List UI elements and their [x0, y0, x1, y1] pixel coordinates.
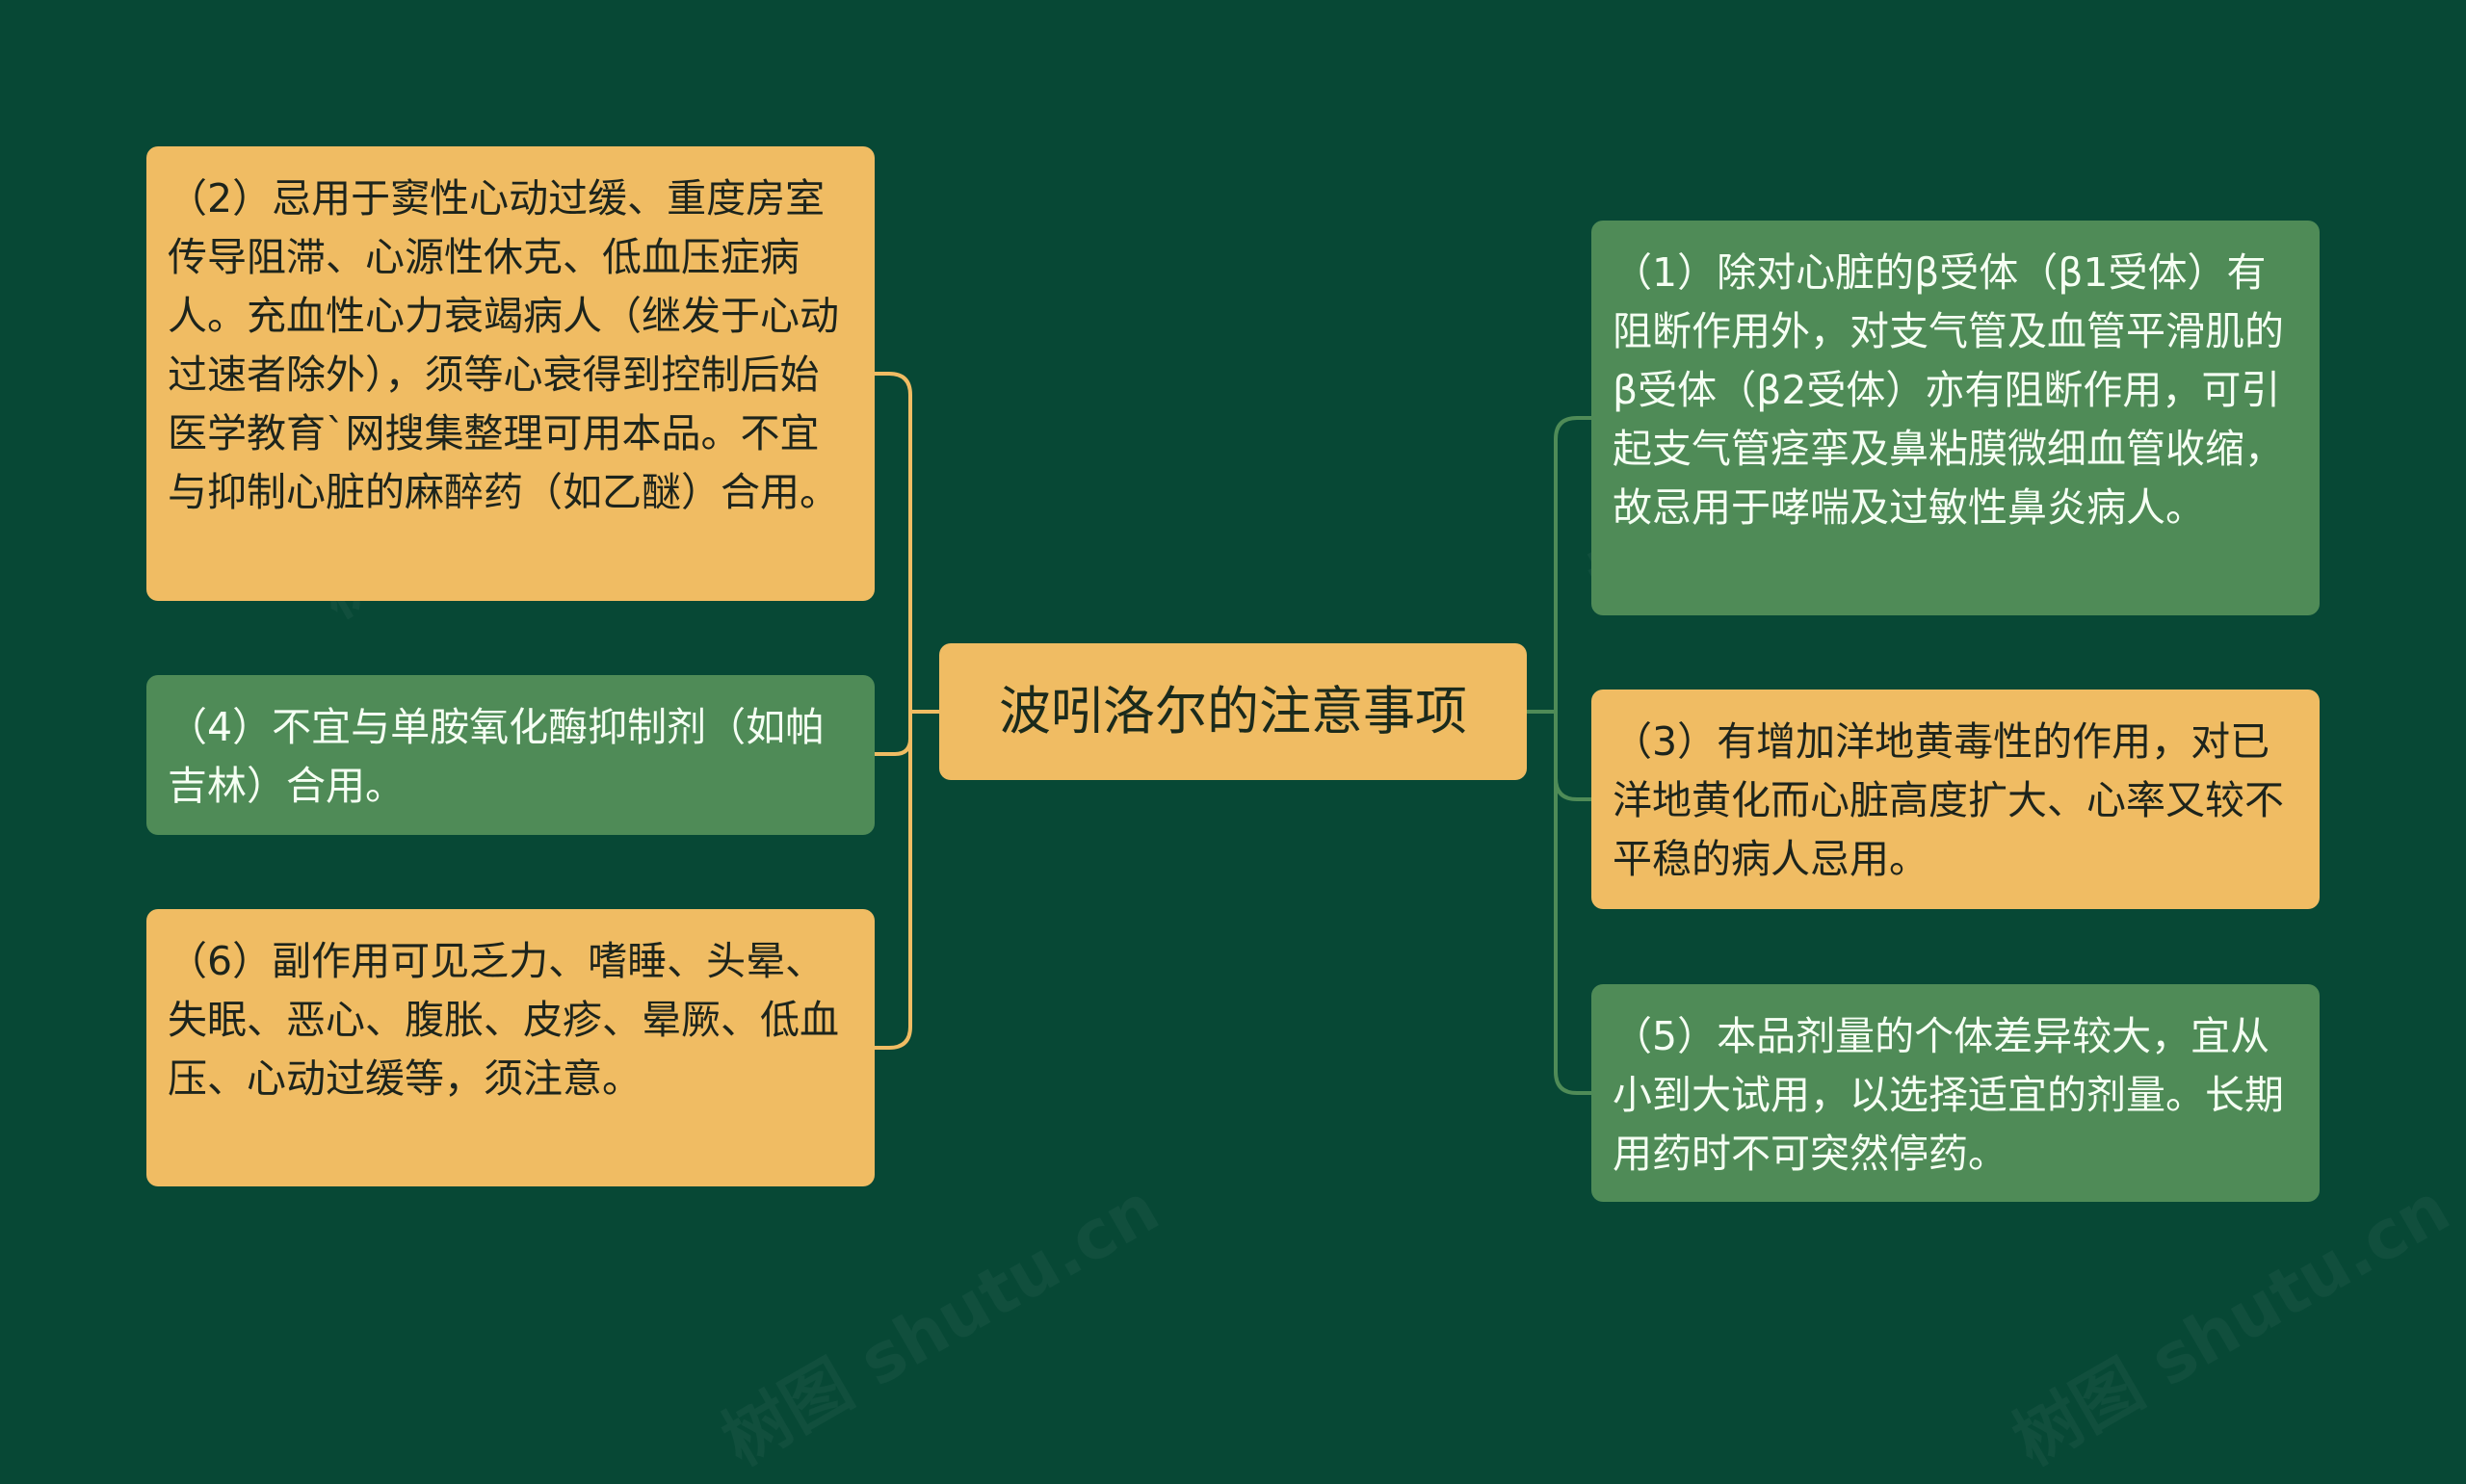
left-node-3-label: （6）副作用可见乏力、嗜睡、头晕、失眠、恶心、腹胀、皮疹、晕厥、低血压、心动过缓…	[168, 938, 839, 1102]
right-node-2-label: （3）有增加洋地黄毒性的作用，对已洋地黄化而心脏高度扩大、心率又较不平稳的病人忌…	[1613, 718, 2284, 882]
connector-right-2	[1554, 712, 1591, 801]
left-node-2-label: （4）不宜与单胺氧化酶抑制剂（如帕吉林）合用。	[168, 704, 826, 809]
right-node-3[interactable]: （5）本品剂量的个体差异较大，宜从小到大试用，以选择适宜的剂量。长期用药时不可突…	[1591, 984, 2320, 1202]
root-node[interactable]: 波吲洛尔的注意事项	[939, 643, 1527, 780]
left-node-2[interactable]: （4）不宜与单胺氧化酶抑制剂（如帕吉林）合用。	[146, 675, 875, 835]
connector-left-3	[875, 712, 912, 1050]
left-node-3[interactable]: （6）副作用可见乏力、嗜睡、头晕、失眠、恶心、腹胀、皮疹、晕厥、低血压、心动过缓…	[146, 909, 875, 1186]
right-node-1-label: （1）除对心脏的β受体（β1受体）有阻断作用外，对支气管及血管平滑肌的β受体（β…	[1613, 249, 2284, 531]
connector-left-1	[875, 372, 912, 712]
root-node-label: 波吲洛尔的注意事项	[999, 681, 1467, 742]
connector-right-1	[1554, 416, 1591, 712]
right-node-2[interactable]: （3）有增加洋地黄毒性的作用，对已洋地黄化而心脏高度扩大、心率又较不平稳的病人忌…	[1591, 690, 2320, 909]
right-node-1[interactable]: （1）除对心脏的β受体（β1受体）有阻断作用外，对支气管及血管平滑肌的β受体（β…	[1591, 221, 2320, 615]
connector-lines	[875, 372, 1591, 1095]
connector-right-3	[1554, 712, 1591, 1095]
left-node-1[interactable]: （2）忌用于窦性心动过缓、重度房室传导阻滞、心源性休克、低血压症病人。充血性心力…	[146, 146, 875, 601]
right-node-3-label: （5）本品剂量的个体差异较大，宜从小到大试用，以选择适宜的剂量。长期用药时不可突…	[1613, 1013, 2284, 1177]
connector-left-2	[875, 712, 912, 756]
left-node-1-label: （2）忌用于窦性心动过缓、重度房室传导阻滞、心源性休克、低血压症病人。充血性心力…	[168, 175, 839, 515]
